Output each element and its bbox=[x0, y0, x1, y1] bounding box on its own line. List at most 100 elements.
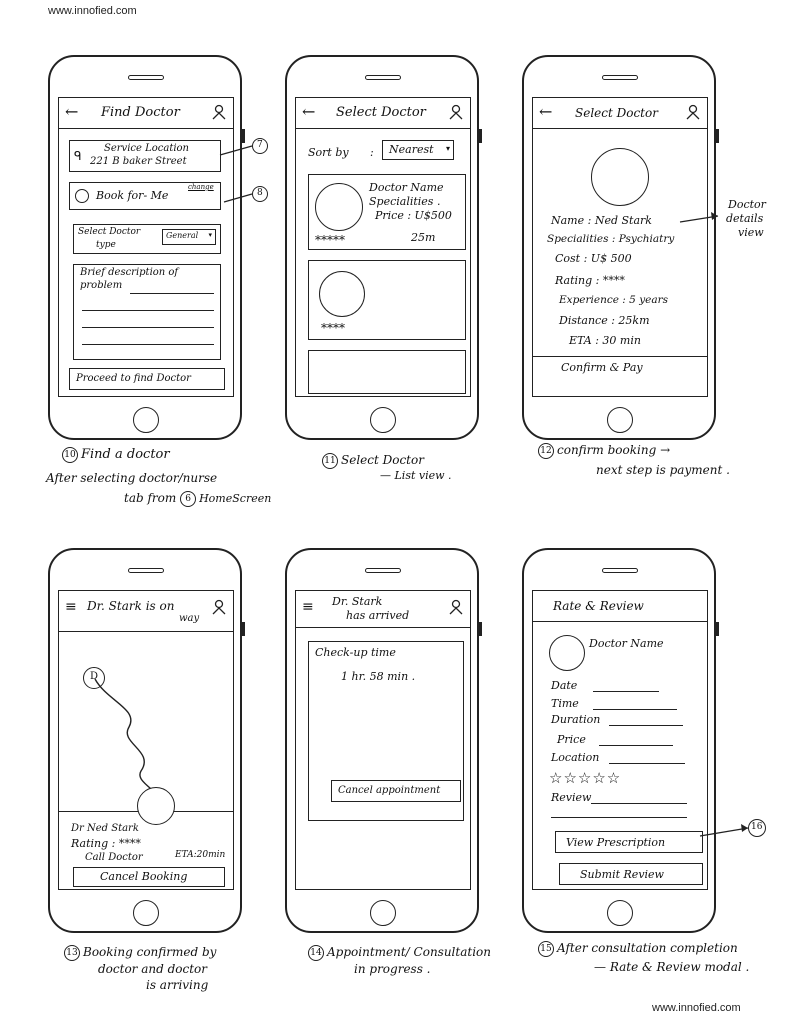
doctor-rating: Rating : **** bbox=[555, 274, 625, 287]
duration-line bbox=[609, 725, 683, 726]
date-line bbox=[593, 691, 659, 692]
doctor-card[interactable]: Doctor Name Specialities . Price : U$500… bbox=[308, 174, 466, 250]
phone-select-doctor-list: ← Select Doctor Sort by : Nearest ▾ Doct… bbox=[285, 55, 482, 440]
phone-find-doctor: ← Find Doctor ᑫ Service Location 221 B b… bbox=[48, 55, 245, 440]
view-prescription-button[interactable]: View Prescription bbox=[555, 831, 703, 853]
caption-12-line-2: next step is payment . bbox=[596, 463, 730, 477]
caption-title: Appointment/ Consultation bbox=[327, 945, 491, 959]
proceed-label: Proceed to find Doctor bbox=[76, 373, 191, 384]
home-button bbox=[133, 407, 159, 433]
star-rating-input[interactable]: ☆☆☆☆☆ bbox=[549, 769, 622, 787]
side-button bbox=[479, 129, 482, 143]
price-line bbox=[599, 745, 673, 746]
doctor-type-select[interactable]: General ▾ bbox=[162, 229, 216, 245]
doctor-name: Doctor Name bbox=[589, 637, 664, 650]
review-label: Review bbox=[551, 791, 592, 804]
caption-text: HomeScreen bbox=[199, 492, 272, 505]
book-for-label: Book for- Me bbox=[96, 189, 169, 202]
doctor-rating: **** bbox=[321, 321, 345, 335]
duration-label: Duration bbox=[551, 713, 601, 726]
time-label: Time bbox=[551, 697, 579, 710]
call-doctor-link[interactable]: Call Doctor bbox=[85, 852, 143, 863]
doctor-distance: Distance : 25km bbox=[559, 314, 650, 327]
detail-note-3: view bbox=[738, 226, 764, 239]
menu-icon[interactable]: ≡ bbox=[302, 599, 314, 615]
doctor-distance: 25m bbox=[411, 231, 436, 244]
text-line bbox=[82, 344, 214, 345]
doctor-eta: ETA : 30 min bbox=[569, 334, 641, 347]
doctor-card[interactable] bbox=[308, 350, 466, 394]
service-location-field[interactable]: ᑫ Service Location 221 B baker Street bbox=[69, 140, 221, 172]
time-line bbox=[593, 709, 677, 710]
profile-icon[interactable] bbox=[211, 104, 227, 120]
speaker bbox=[365, 568, 401, 573]
doctor-marker-icon[interactable]: D bbox=[83, 667, 105, 689]
review-line[interactable] bbox=[551, 817, 687, 818]
location-line bbox=[609, 763, 685, 764]
sort-value: Nearest bbox=[389, 143, 434, 156]
detail-note-2: details bbox=[726, 212, 764, 225]
caption-title: Find a doctor bbox=[81, 447, 170, 462]
doctor-name: Doctor Name bbox=[369, 181, 444, 194]
text-line bbox=[82, 310, 214, 311]
description-label-2: problem bbox=[80, 280, 123, 291]
side-button bbox=[716, 129, 719, 143]
home-button bbox=[607, 900, 633, 926]
caption-13-line-3: is arriving bbox=[146, 978, 209, 992]
back-arrow-icon[interactable]: ← bbox=[302, 102, 316, 121]
speaker bbox=[602, 568, 638, 573]
phone-rate-review: Rate & Review Doctor Name Date Time Dura… bbox=[522, 548, 719, 933]
page-title: Dr. Stark is on bbox=[87, 599, 175, 613]
doctor-rating: Rating : **** bbox=[71, 837, 141, 850]
change-link[interactable]: change bbox=[188, 183, 214, 191]
book-for-field[interactable]: Book for- Me change bbox=[69, 182, 221, 210]
cancel-appointment-button[interactable]: Cancel appointment bbox=[331, 780, 461, 802]
side-button bbox=[242, 622, 245, 636]
dropdown-icon: ▾ bbox=[208, 231, 212, 239]
back-arrow-icon[interactable]: ← bbox=[65, 102, 79, 121]
page-title: Dr. Stark bbox=[332, 595, 383, 608]
callout-number: 7 bbox=[257, 140, 263, 150]
sort-select[interactable]: Nearest ▾ bbox=[382, 140, 454, 160]
page-title: Select Doctor bbox=[336, 105, 426, 120]
profile-icon[interactable] bbox=[685, 104, 701, 120]
speaker bbox=[602, 75, 638, 80]
date-label: Date bbox=[551, 679, 578, 692]
header-bar: Rate & Review bbox=[533, 591, 707, 622]
watermark-bottom: www.innofied.com bbox=[652, 1002, 741, 1014]
speaker bbox=[365, 75, 401, 80]
profile-icon[interactable] bbox=[448, 104, 464, 120]
page-title-2: way bbox=[179, 613, 200, 624]
caption-14-line-2: in progress . bbox=[354, 962, 431, 976]
checkup-panel: Check-up time 1 hr. 58 min . Cancel appo… bbox=[308, 641, 464, 821]
doctor-card[interactable]: **** bbox=[308, 260, 466, 340]
side-button bbox=[716, 622, 719, 636]
caption-11-line-2: — List view . bbox=[380, 469, 452, 482]
profile-icon[interactable] bbox=[448, 599, 464, 615]
caption-title: confirm booking → bbox=[557, 443, 671, 457]
caption-number: 6 bbox=[180, 490, 197, 507]
caption-title: Booking confirmed by bbox=[83, 945, 217, 959]
proceed-button[interactable]: Proceed to find Doctor bbox=[69, 368, 225, 390]
review-line[interactable] bbox=[591, 803, 687, 804]
cancel-booking-button[interactable]: Cancel Booking bbox=[73, 867, 225, 887]
doctor-cost: Cost : U$ 500 bbox=[555, 252, 632, 265]
doctor-type-field[interactable]: Select Doctor type General ▾ bbox=[73, 224, 221, 254]
back-arrow-icon[interactable]: ← bbox=[539, 102, 553, 121]
description-field[interactable]: Brief description of problem bbox=[73, 264, 221, 360]
profile-icon[interactable] bbox=[211, 599, 227, 615]
doctor-specialities: Specialities : Psychiatry bbox=[547, 233, 675, 245]
submit-review-button[interactable]: Submit Review bbox=[559, 863, 703, 885]
dropdown-icon: ▾ bbox=[445, 144, 450, 153]
sort-colon: : bbox=[370, 146, 374, 159]
user-icon bbox=[75, 189, 89, 203]
caption-13-line-2: doctor and doctor bbox=[98, 962, 208, 976]
caption-number: 11 bbox=[322, 452, 338, 469]
service-location-value: 221 B baker Street bbox=[90, 156, 187, 167]
confirm-pay-button[interactable]: Confirm & Pay bbox=[533, 356, 707, 382]
menu-icon[interactable]: ≡ bbox=[65, 599, 77, 615]
doctor-avatar bbox=[319, 271, 365, 317]
